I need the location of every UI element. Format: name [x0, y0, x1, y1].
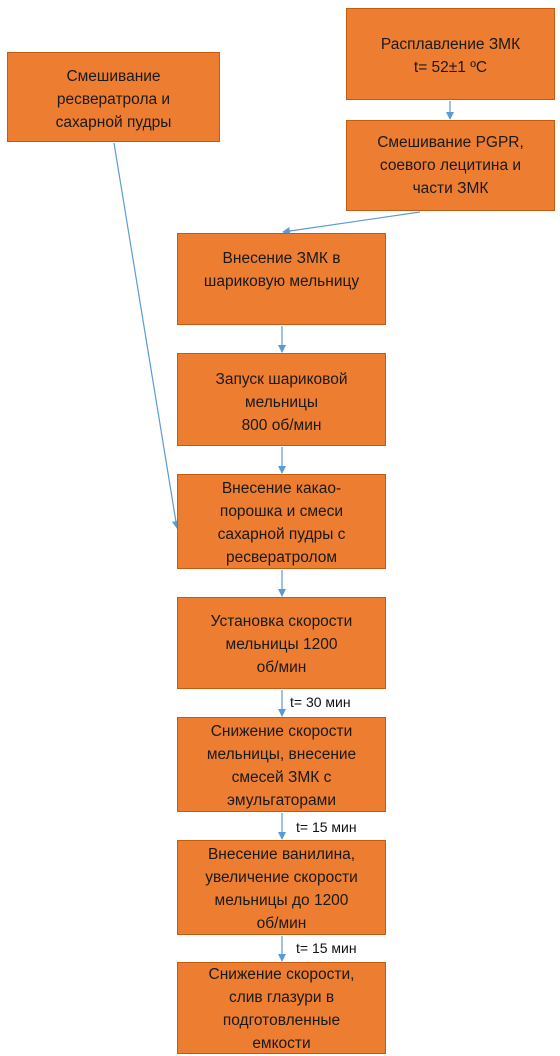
step-add-zmk-line: Внесение ЗМК в [222, 250, 341, 267]
timing-30-min: t= 30 мин [290, 694, 351, 710]
step-start-mill: Запуск шариковой мельницы 800 об/мин [177, 353, 386, 446]
step-mix-resveratrol: Смешивание ресвератрола и сахарной пудры [7, 52, 220, 142]
step-add-cocoa: Внесение какао- порошка и смеси сахарной… [177, 474, 386, 569]
step-add-vanillin-line: увеличение скорости [205, 869, 358, 886]
step-mix-resveratrol-line: ресвератрола и [56, 91, 171, 108]
step-reduce-speed-line: смесей ЗМК с [231, 769, 332, 786]
step-add-vanillin: Внесение ванилина, увеличение скорости м… [177, 840, 386, 935]
step-set-speed-line: Установка скорости [210, 613, 353, 630]
step-reduce-speed-line: мельницы, внесение [206, 746, 357, 763]
step-mix-resveratrol-line: сахарной пудры [55, 114, 172, 131]
step-start-mill-line: мельницы [244, 394, 319, 411]
step-set-speed: Установка скорости мельницы 1200 об/мин [177, 597, 386, 689]
arrow-res-to-add-cocoa [113, 142, 180, 529]
step-add-zmk-line: шариковую мельницу [203, 273, 360, 290]
step-drain: Снижение скорости, слив глазури в подгот… [177, 962, 386, 1054]
step-add-vanillin-line: мельницы до 1200 [214, 892, 349, 909]
step-melt-line: t= 52±1 ºC [413, 59, 488, 76]
step-add-vanillin-line: об/мин [256, 915, 307, 932]
step-add-zmk: Внесение ЗМК в шариковую мельницу [177, 233, 386, 325]
step-mix-pgpr: Смешивание PGPR, соевого лецитина и част… [346, 120, 555, 211]
step-mix-resveratrol-line: Смешивание [66, 68, 161, 85]
timing-15-min-first: t= 15 мин [296, 819, 357, 835]
step-set-speed-line: об/мин [256, 659, 307, 676]
step-mix-pgpr-line: Смешивание PGPR, [377, 134, 524, 151]
step-add-cocoa-line: порошка и смеси [219, 503, 344, 520]
step-reduce-speed-line: Снижение скорости [210, 723, 353, 740]
step-drain-line: подготовленные [222, 1012, 341, 1029]
step-start-mill-line: 800 об/мин [241, 417, 322, 434]
step-melt-line: Расплавление ЗМК [380, 36, 521, 53]
step-mix-pgpr-line: части ЗМК [412, 180, 489, 197]
step-set-speed-line: мельницы 1200 [225, 636, 338, 653]
step-drain-line: емкости [252, 1035, 311, 1052]
step-add-cocoa-line: ресвератролом [225, 549, 338, 566]
step-add-cocoa-line: Внесение какао- [221, 480, 342, 497]
step-start-mill-line: Запуск шариковой [215, 371, 348, 388]
timing-15-min-second: t= 15 мин [296, 940, 357, 956]
step-drain-line: слив глазури в [228, 989, 335, 1006]
step-reduce-speed-line: эмульгаторами [227, 792, 336, 809]
step-melt: Расплавление ЗМК t= 52±1 ºC [346, 8, 555, 100]
step-add-cocoa-line: сахарной пудры с [217, 526, 346, 543]
step-reduce-speed: Снижение скорости мельницы, внесение сме… [177, 717, 386, 812]
step-drain-line: Снижение скорости, [208, 966, 355, 983]
step-mix-pgpr-line: соевого лецитина и [379, 157, 522, 174]
arrow-pgpr-to-add-zmk [282, 211, 421, 235]
step-add-vanillin-line: Внесение ванилина, [207, 846, 356, 863]
